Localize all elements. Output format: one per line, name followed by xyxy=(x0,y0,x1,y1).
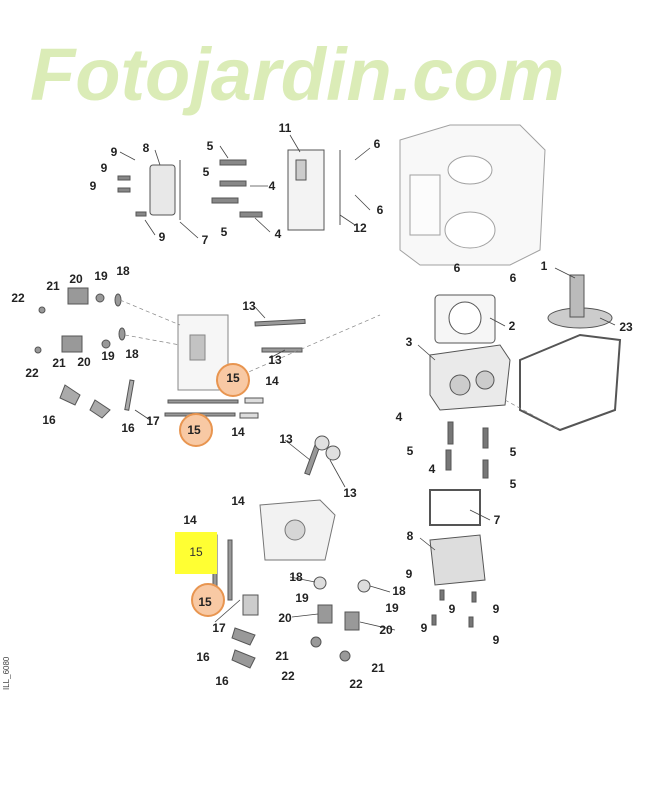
callout-5[interactable]: 5 xyxy=(202,165,210,179)
callout-20[interactable]: 20 xyxy=(77,355,91,369)
valve-cover-gasket xyxy=(429,489,481,526)
callout-6[interactable]: 6 xyxy=(453,261,461,275)
crankcase-gasket xyxy=(519,333,622,432)
callout-8[interactable]: 8 xyxy=(406,529,414,543)
watermark: Fotojardin.com xyxy=(30,33,564,116)
callout-16[interactable]: 16 xyxy=(215,674,229,688)
callout-21[interactable]: 21 xyxy=(52,356,66,370)
illustration-reference: ILL_6080 xyxy=(2,656,11,690)
callout-9[interactable]: 9 xyxy=(405,567,413,581)
callout-21[interactable]: 21 xyxy=(46,279,60,293)
callout-4[interactable]: 4 xyxy=(428,462,436,476)
highlight-part-15[interactable] xyxy=(179,413,213,447)
callout-5[interactable]: 5 xyxy=(206,139,214,153)
callout-4[interactable]: 4 xyxy=(274,227,282,241)
bolts xyxy=(117,159,263,218)
callout-5[interactable]: 5 xyxy=(509,445,517,459)
callout-23[interactable]: 23 xyxy=(619,320,633,334)
callout-21[interactable]: 21 xyxy=(275,649,289,663)
callout-13[interactable]: 13 xyxy=(242,299,256,313)
callout-15[interactable]: 15 xyxy=(226,371,240,385)
callout-18[interactable]: 18 xyxy=(289,570,303,584)
callout-22[interactable]: 22 xyxy=(281,669,295,683)
callout-20[interactable]: 20 xyxy=(379,623,393,637)
callout-12[interactable]: 12 xyxy=(353,221,367,235)
engine-block xyxy=(399,124,546,266)
callout-19[interactable]: 19 xyxy=(101,349,115,363)
callout-9[interactable]: 9 xyxy=(492,633,500,647)
callout-9[interactable]: 9 xyxy=(492,602,500,616)
callout-22[interactable]: 22 xyxy=(25,366,39,380)
callout-14[interactable]: 14 xyxy=(265,374,279,388)
callout-9[interactable]: 9 xyxy=(448,602,456,616)
callout-9[interactable]: 9 xyxy=(158,230,166,244)
callout-7[interactable]: 7 xyxy=(493,513,501,527)
callout-2[interactable]: 2 xyxy=(508,319,516,333)
callout-11[interactable]: 11 xyxy=(278,121,292,135)
callout-19[interactable]: 19 xyxy=(295,591,309,605)
callout-6[interactable]: 6 xyxy=(509,271,517,285)
callout-14[interactable]: 14 xyxy=(231,425,245,439)
callout-4[interactable]: 4 xyxy=(268,179,276,193)
callout-17[interactable]: 17 xyxy=(212,621,226,635)
callout-16[interactable]: 16 xyxy=(121,421,135,435)
springs xyxy=(34,287,126,354)
callout-17[interactable]: 17 xyxy=(146,414,160,428)
callout-16[interactable]: 16 xyxy=(42,413,56,427)
leader-lines xyxy=(119,134,616,631)
callout-13[interactable]: 13 xyxy=(343,486,357,500)
callout-9[interactable]: 9 xyxy=(420,621,428,635)
callout-18[interactable]: 18 xyxy=(125,347,139,361)
callout-15[interactable]: 15 xyxy=(187,423,201,437)
callout-13[interactable]: 13 xyxy=(279,432,293,446)
callout-19[interactable]: 19 xyxy=(385,601,399,615)
callout-5[interactable]: 5 xyxy=(220,225,228,239)
highlight-part-15[interactable] xyxy=(191,583,225,617)
callout-6[interactable]: 6 xyxy=(373,137,381,151)
callout-7[interactable]: 7 xyxy=(201,233,209,247)
highlight-part-15-selected[interactable]: 15 xyxy=(175,532,217,574)
callout-20[interactable]: 20 xyxy=(278,611,292,625)
right-bolts xyxy=(431,421,489,628)
callout-22[interactable]: 22 xyxy=(11,291,25,305)
gasket xyxy=(434,294,496,344)
callout-20[interactable]: 20 xyxy=(69,272,83,286)
callout-13[interactable]: 13 xyxy=(268,353,282,367)
callout-5[interactable]: 5 xyxy=(509,477,517,491)
cylinder-head-bottom xyxy=(259,499,336,561)
callout-5[interactable]: 5 xyxy=(406,444,414,458)
rocker-arms xyxy=(59,379,135,419)
callout-15[interactable]: 15 xyxy=(198,595,212,609)
callout-21[interactable]: 21 xyxy=(371,661,385,675)
callout-1[interactable]: 1 xyxy=(540,259,548,273)
camshaft xyxy=(547,274,613,329)
callout-18[interactable]: 18 xyxy=(116,264,130,278)
callout-4[interactable]: 4 xyxy=(395,410,403,424)
callout-9[interactable]: 9 xyxy=(89,179,97,193)
callout-19[interactable]: 19 xyxy=(94,269,108,283)
callout-9[interactable]: 9 xyxy=(100,161,108,175)
callout-3[interactable]: 3 xyxy=(405,335,413,349)
dashed-guides xyxy=(119,299,561,431)
cylinder-head-right xyxy=(429,344,511,411)
cylinder-head-top xyxy=(149,149,341,231)
callout-label: 15 xyxy=(189,545,203,559)
callout-14[interactable]: 14 xyxy=(231,494,245,508)
callout-8[interactable]: 8 xyxy=(142,141,150,155)
callout-9[interactable]: 9 xyxy=(110,145,118,159)
highlight-part-15[interactable] xyxy=(216,363,250,397)
callout-14[interactable]: 14 xyxy=(183,513,197,527)
valve-cover xyxy=(429,534,486,586)
callout-18[interactable]: 18 xyxy=(392,584,406,598)
callout-22[interactable]: 22 xyxy=(349,677,363,691)
callout-16[interactable]: 16 xyxy=(196,650,210,664)
callout-6[interactable]: 6 xyxy=(376,203,384,217)
